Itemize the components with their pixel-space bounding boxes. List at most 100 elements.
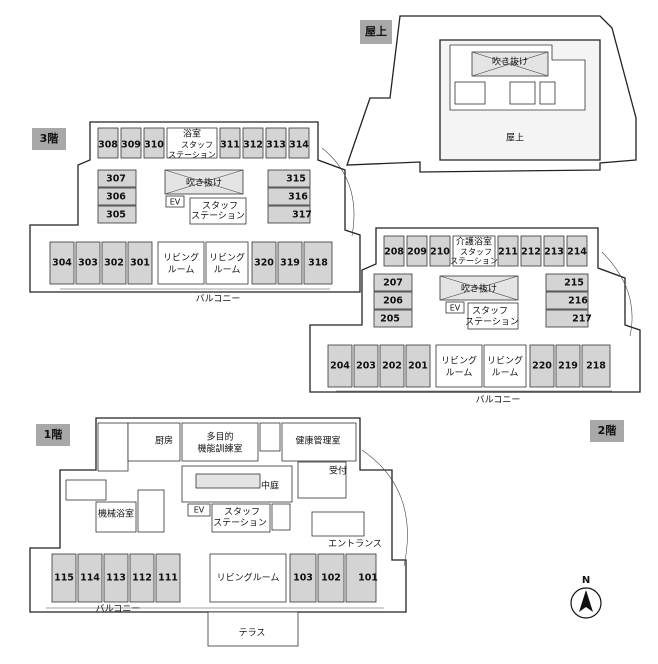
floor-2-top-rooms: 208 209 210 211 212 213 214 介護浴室 スタッフ ステ… <box>383 235 588 267</box>
room-209 <box>406 235 428 267</box>
floor-2-badge-label: 2階 <box>598 423 617 437</box>
room-114 <box>77 553 103 603</box>
roof-void-label: 吹き抜け <box>492 56 528 68</box>
floor-3-staff-station <box>189 197 247 225</box>
room-306-label: 306 <box>106 192 126 203</box>
floor-1-kitchen-label: 厨房 <box>155 435 173 447</box>
floor-1-multipurpose-label-a: 多目的 <box>206 431 233 443</box>
room-115 <box>51 553 77 603</box>
floor-3-living-1-label-b: ルーム <box>168 265 195 276</box>
room-311 <box>219 127 241 159</box>
room-210-label: 210 <box>430 247 450 258</box>
room-320 <box>251 241 277 285</box>
room-112 <box>129 553 155 603</box>
floor-2-void-label: 吹き抜け <box>461 283 497 295</box>
floor-1-machine-bath <box>95 501 137 533</box>
room-309-label: 309 <box>121 140 141 151</box>
room-111 <box>155 553 181 603</box>
roof-badge-label: 屋上 <box>365 24 387 38</box>
room-310-label: 310 <box>144 140 164 151</box>
floor-2-living-2-label-b: ルーム <box>492 368 519 379</box>
room-214 <box>566 235 588 267</box>
room-219 <box>555 344 581 388</box>
room-220 <box>529 344 555 388</box>
room-317 <box>267 205 311 224</box>
floor-2-ev-label: EV <box>450 304 461 313</box>
floor-3-plan: 308 309 310 311 312 313 314 浴室 スタッフ ステーシ… <box>29 121 361 305</box>
north-arrow-icon <box>579 590 593 612</box>
floor-3-void-label: 吹き抜け <box>186 177 222 189</box>
room-313-label: 313 <box>266 140 286 151</box>
room-101 <box>345 553 377 603</box>
room-314 <box>288 127 310 159</box>
floor-3-ev-label: EV <box>170 198 181 207</box>
floor-1-multipurpose <box>181 422 259 462</box>
room-208 <box>383 235 405 267</box>
floor-3-living-2 <box>205 241 249 285</box>
room-113-label: 113 <box>106 573 126 584</box>
floor-1-kitchen <box>127 422 181 462</box>
roof-plan: 吹き抜け 屋上 屋上 <box>346 15 637 173</box>
room-201-label: 201 <box>408 361 428 372</box>
room-102-label: 102 <box>321 573 341 584</box>
room-203 <box>353 344 379 388</box>
room-314-label: 314 <box>289 140 309 151</box>
floor-2-side-rooms: 207 206 205 215 216 217 <box>373 273 592 328</box>
floor-1-health-room <box>281 422 357 462</box>
floor-1-terrace <box>207 611 299 647</box>
floor-2-staff-label: スタッフ <box>472 306 508 317</box>
room-215 <box>545 273 589 292</box>
floor-2-bottom-rooms: 204 203 202 201 リビング ルーム リビング ルーム 220 21… <box>327 344 611 388</box>
room-315 <box>267 169 311 188</box>
room-209-label: 209 <box>407 247 427 258</box>
room-207-label: 207 <box>383 278 403 289</box>
floor-1-stair-center <box>271 503 291 531</box>
room-313 <box>265 127 287 159</box>
floor-1-bottom-rooms: 115 114 113 112 111 リビングルーム 103 102 101 <box>51 553 378 603</box>
room-203-label: 203 <box>356 361 376 372</box>
floor-1-entrance-label: エントランス <box>328 539 382 550</box>
room-205 <box>373 309 413 328</box>
floor-3-staff-top-label: スタッフ <box>181 141 213 150</box>
room-318 <box>303 241 333 285</box>
floor-1-balcony-label: バルコニー <box>96 604 141 615</box>
floor-1-curve <box>361 449 408 567</box>
floor-3-badge-label: 3階 <box>40 131 59 145</box>
floor-2-staff-station <box>467 302 519 330</box>
room-214-label: 214 <box>567 247 587 258</box>
room-301 <box>127 241 153 285</box>
floor-2-ev <box>445 301 465 314</box>
room-304 <box>49 241 75 285</box>
room-303-label: 303 <box>78 258 98 269</box>
room-102 <box>317 553 345 603</box>
floor-1-station-label: ステーション <box>213 518 267 529</box>
room-319-label: 319 <box>280 258 300 269</box>
floor-1-utility-1 <box>65 479 107 501</box>
floor-1-multipurpose-label-b: 機能訓練室 <box>197 443 242 455</box>
room-212-label: 212 <box>521 247 541 258</box>
floor-3-bath <box>166 127 218 159</box>
floor-3-living-1 <box>157 241 205 285</box>
roof-label: 屋上 <box>506 133 524 144</box>
floor-1-health-label: 健康管理室 <box>295 435 340 447</box>
room-317-label: 317 <box>292 210 312 221</box>
room-202-label: 202 <box>382 361 402 372</box>
room-207 <box>373 273 413 292</box>
room-113 <box>103 553 129 603</box>
floor-2-badge <box>590 420 624 442</box>
room-220-label: 220 <box>532 361 552 372</box>
room-320-label: 320 <box>254 258 274 269</box>
room-211-label: 211 <box>498 247 518 258</box>
room-311-label: 311 <box>220 140 240 151</box>
floor-1-reception <box>297 461 347 499</box>
floor-3-bath-label: 浴室 <box>183 128 201 140</box>
floor-2-living-2 <box>483 344 527 388</box>
floor-2-living-1-label-b: ルーム <box>446 368 473 379</box>
floor-1-reception-label: 受付 <box>329 465 347 477</box>
room-318-label: 318 <box>308 258 328 269</box>
floor-2-bath <box>452 235 496 267</box>
floor-3-badge <box>32 128 66 150</box>
floor-2-living-1-label-a: リビング <box>441 355 477 367</box>
room-303 <box>75 241 101 285</box>
room-112-label: 112 <box>132 573 152 584</box>
